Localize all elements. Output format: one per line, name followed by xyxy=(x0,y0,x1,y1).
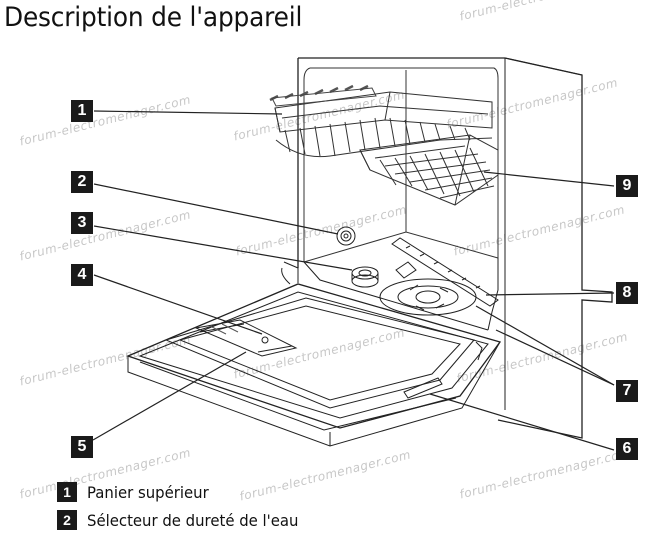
legend-label: Sélecteur de dureté de l'eau xyxy=(87,510,299,530)
cabinet-body xyxy=(297,57,613,439)
tub-interior xyxy=(303,67,499,270)
legend-label: Panier supérieur xyxy=(87,482,209,502)
leader-lines xyxy=(92,110,615,451)
callout-5: 5 xyxy=(71,436,93,458)
callout-6: 6 xyxy=(616,438,638,460)
legend-number: 1 xyxy=(57,482,77,502)
detergent-dispenser xyxy=(194,319,298,357)
filter-system xyxy=(379,278,477,316)
legend-item: 2 Sélecteur de dureté de l'eau xyxy=(57,506,314,534)
callout-3: 3 xyxy=(71,212,93,234)
door-handle xyxy=(403,377,443,399)
callout-4: 4 xyxy=(71,264,93,286)
salt-container xyxy=(351,266,379,288)
water-hardness-selector xyxy=(336,226,356,246)
legend-item: 1 Panier supérieur xyxy=(57,478,314,506)
door xyxy=(126,283,502,447)
lower-basket xyxy=(359,134,499,206)
callout-8: 8 xyxy=(616,282,638,304)
callout-7: 7 xyxy=(616,380,638,402)
spray-arm xyxy=(391,237,499,307)
page-title: Description de l'appareil xyxy=(4,2,303,33)
callout-1: 1 xyxy=(71,100,93,122)
upper-basket xyxy=(269,84,493,158)
legend: 1 Panier supérieur 2 Sélecteur de dureté… xyxy=(57,478,314,534)
tub-sides xyxy=(281,258,499,331)
callout-9: 9 xyxy=(616,175,638,197)
legend-number: 2 xyxy=(57,510,77,530)
callout-2: 2 xyxy=(71,171,93,193)
